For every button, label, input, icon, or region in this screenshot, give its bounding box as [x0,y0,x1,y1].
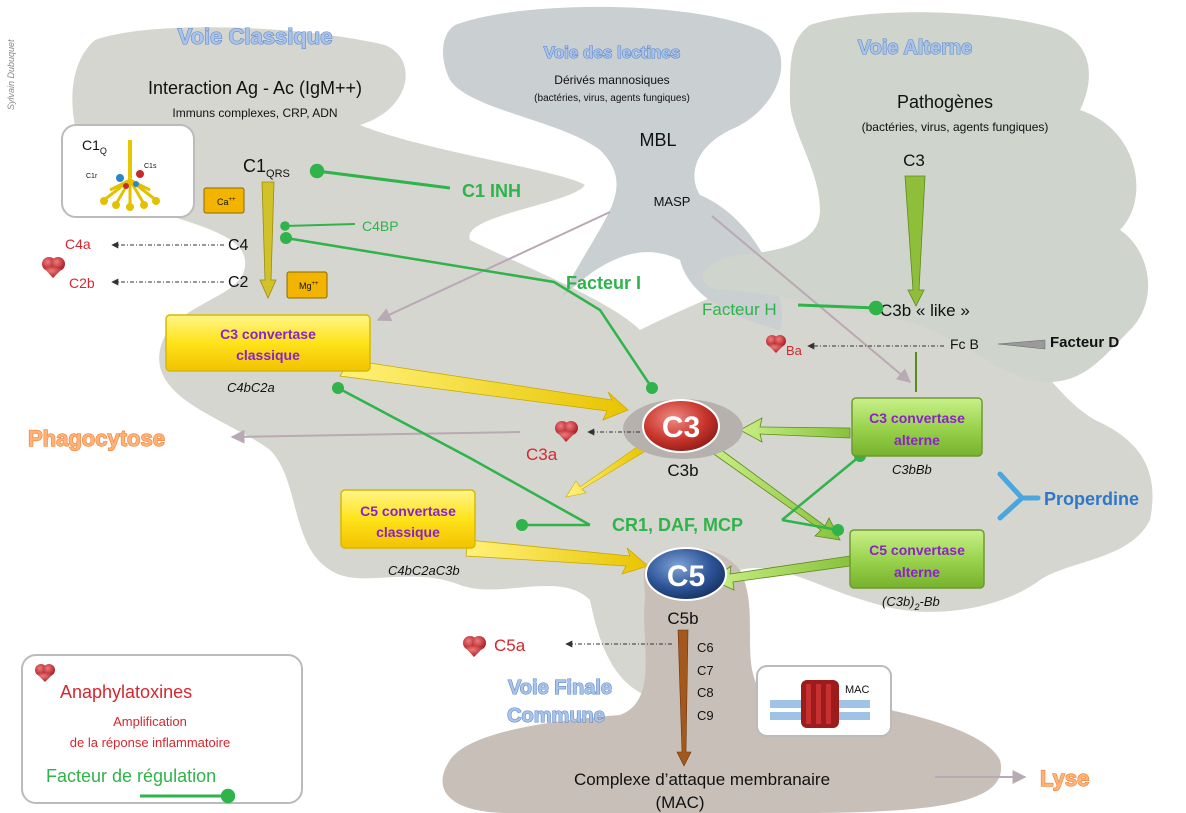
mac-label: (MAC) [655,793,704,812]
cr1-daf-mcp-label: CR1, DAF, MCP [612,515,743,535]
mac-card: MAC [756,665,892,737]
c1-molecule-icon [100,140,160,211]
heart-icon [35,664,55,682]
c9-label: C9 [697,708,714,723]
classique-line2: Immuns complexes, CRP, ADN [172,106,337,120]
legend-amplification-1: Amplification [113,714,187,729]
svg-text:alterne: alterne [894,432,940,448]
alterne-title: Voie Alterne [858,37,972,59]
heart-icon [766,335,786,353]
svg-text:classique: classique [376,524,440,540]
c3-convertase-alterne-box: C3 convertase alterne [851,397,983,457]
region-lectines [443,6,782,330]
ba-label: Ba [786,343,803,358]
c1q-label: C1Q [82,137,107,156]
alterne-c3-arrow [904,175,926,307]
lectines-title: Voie des lectines [544,43,681,62]
lectines-line1: Dérivés mannosiques [554,73,669,87]
c3b2bb-label: (C3b)2-Bb [882,594,940,612]
ca-badge: Ca++ [203,187,245,214]
phagocytose-label: Phagocytose [28,426,165,451]
c3b-like-label: C3b « like » [880,301,970,320]
c1qrs-label: C1QRS [243,156,290,180]
watermark: Sylvain Dubuquet [6,39,16,110]
classique-section: Voie Classique Interaction Ag - Ac (IgM+… [42,23,521,299]
c5a-label: C5a [494,636,526,655]
svg-text:C5: C5 [667,560,705,593]
c3b-label: C3b [667,461,698,480]
regulation-lines [280,232,866,536]
c3-convertase-classique-box: C3 convertase classique [165,314,371,372]
c1s-label: C1s [144,163,157,170]
facteur-d-label: Facteur D [1050,334,1119,351]
c3-node: C3 [623,399,743,459]
region-alterne [702,12,1149,382]
c3a-label: C3a [526,445,558,464]
svg-text:C5 convertase: C5 convertase [360,503,456,519]
c4-label: C4 [228,237,249,254]
c1inh-label: C1 INH [462,181,521,201]
facteur-i-label: Facteur I [566,273,641,293]
svg-text:C3: C3 [662,411,700,444]
finale-title-1: Voie Finale [508,677,612,699]
svg-text:C5 convertase: C5 convertase [869,542,965,558]
alterne-section: Voie Alterne Pathogènes (bactéries, viru… [702,36,1119,392]
legend-card: Anaphylatoxines Amplification de la répo… [21,654,303,804]
classique-cascade-arrow [259,181,277,299]
heart-icon [463,636,486,657]
mg-badge: Mg++ [286,271,328,299]
c7-label: C7 [697,663,714,678]
lyse-label: Lyse [1040,766,1089,791]
alterne-line2: (bactéries, virus, agents fungiques) [862,120,1049,134]
finale-title-2: Commune [507,705,605,727]
c2-label: C2 [228,274,249,291]
svg-text:alterne: alterne [894,564,940,580]
svg-text:Ca++: Ca++ [217,197,236,207]
legend-regulation: Facteur de régulation [46,766,216,786]
c5b-label: C5b [667,609,698,628]
alterne-c3-label: C3 [903,151,925,170]
c5-convertase-classique-box: C5 convertase classique [340,489,476,549]
svg-text:classique: classique [236,347,300,363]
c1r-label: C1r [86,173,98,180]
legend-anaphylatoxines: Anaphylatoxines [60,682,192,702]
region-finale [442,547,1002,813]
complexe-label: Complexe d’attaque membranaire [574,770,830,789]
mbl-label: MBL [639,130,676,150]
alterne-line1: Pathogènes [897,92,993,112]
c8-label: C8 [697,685,714,700]
c4bc2a-label: C4bC2a [227,380,275,395]
facteur-d-arrow [997,339,1046,350]
classique-title: Voie Classique [178,24,333,49]
c4bc2ac3b-label: C4bC2aC3b [388,563,460,578]
svg-text:C3 convertase: C3 convertase [869,410,965,426]
heart-icon [42,257,65,278]
legend-amplification-2: de la réponse inflammatoire [70,735,230,750]
svg-text:MAC: MAC [845,684,870,696]
c4bp-label: C4BP [362,218,399,234]
c2b-label: C2b [69,275,95,291]
properdine-label: Properdine [1044,489,1139,509]
lectines-line2: (bactéries, virus, agents fungiques) [534,93,690,104]
fcb-label: Fc B [950,336,979,352]
masp-label: MASP [654,194,691,209]
c5-node: C5 [645,547,727,601]
svg-text:C3 convertase: C3 convertase [220,326,316,342]
c6-label: C6 [697,640,714,655]
c3bbb-label: C3bBb [892,462,932,477]
c5-convertase-alterne-box: C5 convertase alterne [849,529,985,589]
heart-icon [555,421,578,442]
facteur-h-label: Facteur H [702,300,777,319]
c4a-label: C4a [65,236,91,252]
classique-line1: Interaction Ag - Ac (IgM++) [148,78,362,98]
c1-molecule-card: C1Q C1r C1s [61,124,195,218]
properdine-icon [997,471,1041,521]
mac-pore-icon [770,680,870,728]
finale-cascade-arrow [676,629,692,767]
